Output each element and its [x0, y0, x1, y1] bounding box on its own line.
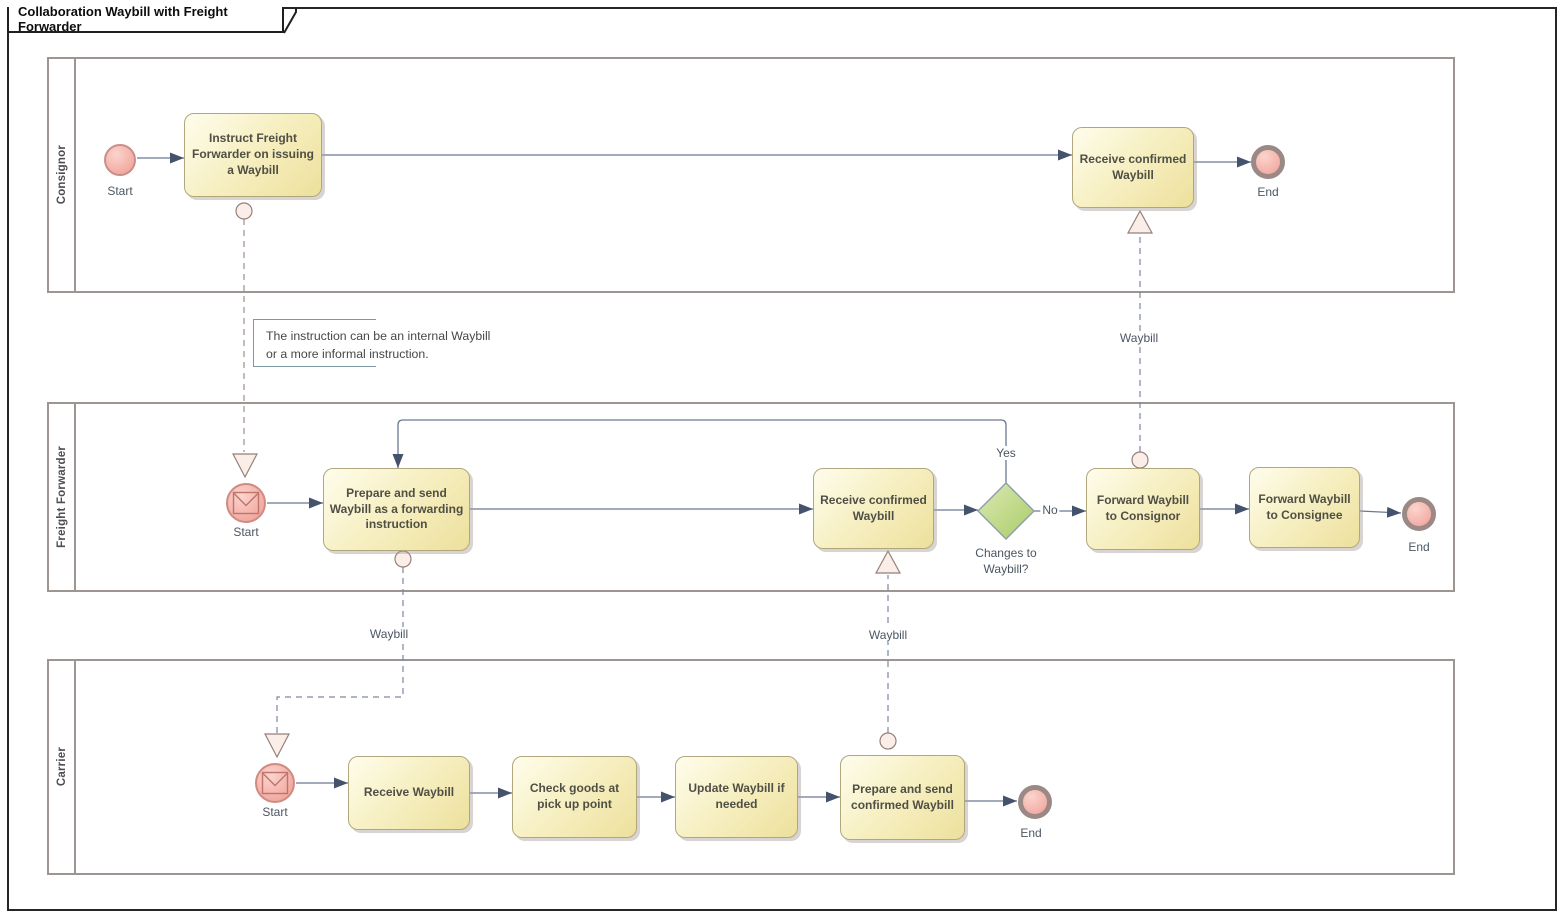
task-label: Check goods at pick up point [529, 781, 620, 811]
task-check-goods[interactable]: Check goods at pick up point [512, 756, 637, 838]
task-forward-waybill-consignee[interactable]: Forward Waybill to Consignee [1249, 467, 1360, 548]
task-update-waybill[interactable]: Update Waybill if needed [675, 756, 798, 838]
end-label-ff: End [1408, 540, 1430, 554]
gateway-question-label: Changes to Waybill? [975, 546, 1037, 577]
lane-freight-forwarder: Freight Forwarder [47, 402, 1455, 592]
end-label-consignor: End [1257, 185, 1279, 199]
diagram-title: Collaboration Waybill with Freight Forwa… [18, 4, 228, 34]
task-prepare-send-confirmed-waybill[interactable]: Prepare and send confirmed Waybill [840, 755, 965, 840]
lane-freight-forwarder-name: Freight Forwarder [55, 446, 68, 548]
note-line: The instruction can be an internal Waybi… [266, 329, 491, 343]
task-label: Update Waybill if needed [688, 781, 785, 811]
start-label-consignor: Start [107, 184, 133, 198]
lane-freight-forwarder-header[interactable]: Freight Forwarder [49, 404, 76, 590]
task-receive-confirmed-waybill-ff[interactable]: Receive confirmed Waybill [813, 468, 934, 549]
message-flow-label-waybill: Waybill [367, 627, 411, 641]
task-label: Instruct Freight Forwarder on issuing a … [191, 131, 314, 177]
task-label: Receive confirmed Waybill [1079, 151, 1187, 182]
task-label: Receive Waybill [363, 785, 455, 800]
task-label: Forward Waybill to Consignee [1258, 491, 1351, 522]
lane-carrier-name: Carrier [55, 747, 68, 787]
message-flow-label-waybill: Waybill [866, 628, 910, 642]
start-label-ff: Start [233, 525, 259, 539]
task-label: Prepare and send confirmed Waybill [851, 781, 954, 812]
gateway-no-label: No [1040, 503, 1060, 517]
diagram-title-tab: Collaboration Waybill with Freight Forwa… [7, 4, 284, 34]
task-prepare-send-waybill[interactable]: Prepare and send Waybill as a forwarding… [323, 468, 470, 551]
lane-consignor-header[interactable]: Consignor [49, 59, 76, 291]
task-instruct-freight-forwarder[interactable]: Instruct Freight Forwarder on issuing a … [184, 113, 322, 197]
start-label-carrier: Start [262, 805, 288, 819]
message-flow-label-waybill: Waybill [1117, 331, 1161, 345]
gateway-yes-label: Yes [994, 446, 1018, 460]
note-line: or a more informal instruction. [266, 347, 429, 361]
task-receive-confirmed-waybill-consignor[interactable]: Receive confirmed Waybill [1072, 127, 1194, 208]
note-instruction[interactable]: The instruction can be an internal Waybi… [253, 319, 490, 367]
task-label: Forward Waybill to Consignor [1096, 493, 1190, 523]
task-label: Receive confirmed Waybill [820, 492, 927, 523]
diagram-frame [7, 7, 1557, 911]
lane-consignor-name: Consignor [55, 145, 68, 205]
task-label: Prepare and send Waybill as a forwarding… [329, 485, 464, 532]
lane-carrier-header[interactable]: Carrier [49, 661, 76, 873]
task-receive-waybill[interactable]: Receive Waybill [348, 756, 470, 830]
end-label-carrier: End [1020, 826, 1042, 840]
task-forward-waybill-consignor[interactable]: Forward Waybill to Consignor [1086, 468, 1200, 550]
